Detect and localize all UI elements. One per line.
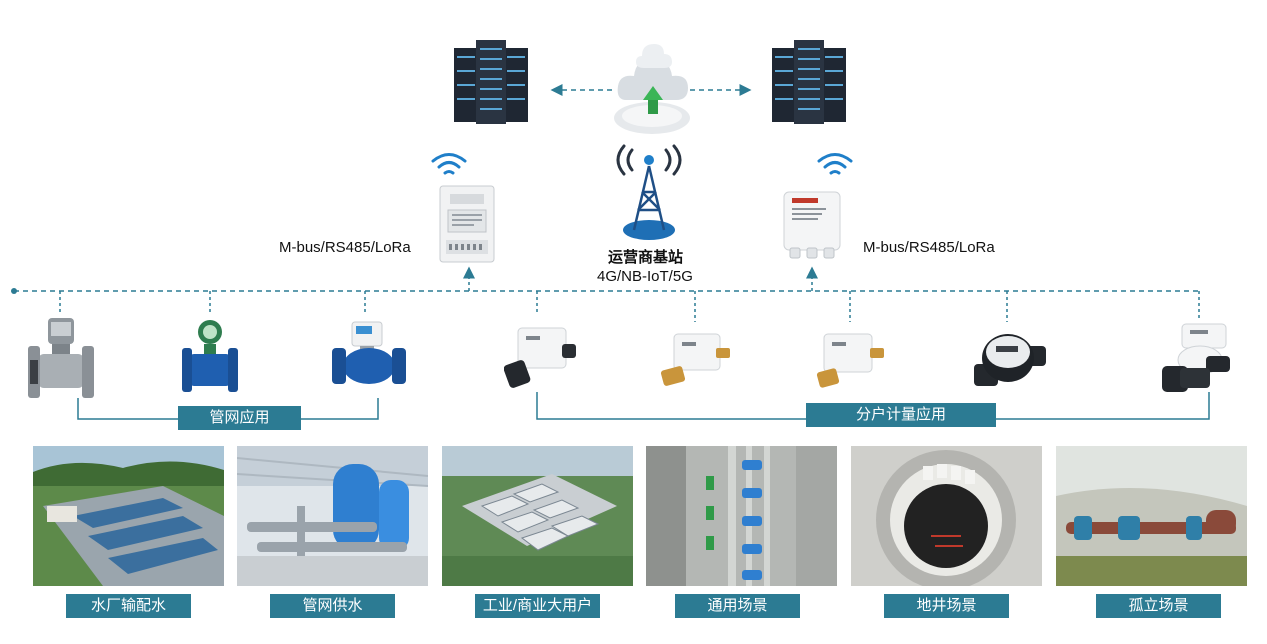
group-label-pipe-network: 管网应用 [178,406,301,430]
base-station-name: 运营商基站 [608,249,684,266]
flange-flow-meter-icon [26,316,96,402]
scene-image-general [646,446,837,586]
scene-image-isolated [1056,446,1247,586]
smart-water-meter-icon [814,330,886,392]
scene-label-isolated: 孤立场景 [1096,594,1221,618]
scene-label-water-plant: 水厂输配水 [66,594,191,618]
scene-label-well: 地井场景 [884,594,1009,618]
server-right-icon [770,38,848,126]
scene-image-industrial [442,446,633,586]
base-station-network: 4G/NB-IoT/5G [597,268,693,285]
wifi-icon [816,150,854,180]
smart-water-meter-icon [660,330,732,392]
gateway-right-protocol: M-bus/RS485/LoRa [863,239,995,256]
electromagnetic-flowmeter-icon [180,318,240,394]
scene-label-general: 通用场景 [675,594,800,618]
round-water-meter-icon [972,328,1048,396]
gateway-box-icon [780,186,844,262]
scene-image-pipe-supply [237,446,428,586]
smart-water-meter-icon [503,322,580,390]
gateway-left-protocol: M-bus/RS485/LoRa [279,239,411,256]
scene-label-pipe-supply: 管网供水 [270,594,395,618]
cloud-upload-icon [612,34,692,138]
cell-tower-icon [612,144,686,242]
group-label-household: 分户计量应用 [806,403,996,427]
scene-image-well [851,446,1042,586]
valve-meter-icon [330,320,408,386]
collector-meter-icon [438,184,496,264]
wifi-icon [430,150,468,180]
scene-label-industrial: 工业/商业大用户 [475,594,600,618]
ultrasonic-water-meter-icon [1160,320,1234,400]
server-left-icon [452,38,530,126]
scene-image-water-plant [33,446,224,586]
